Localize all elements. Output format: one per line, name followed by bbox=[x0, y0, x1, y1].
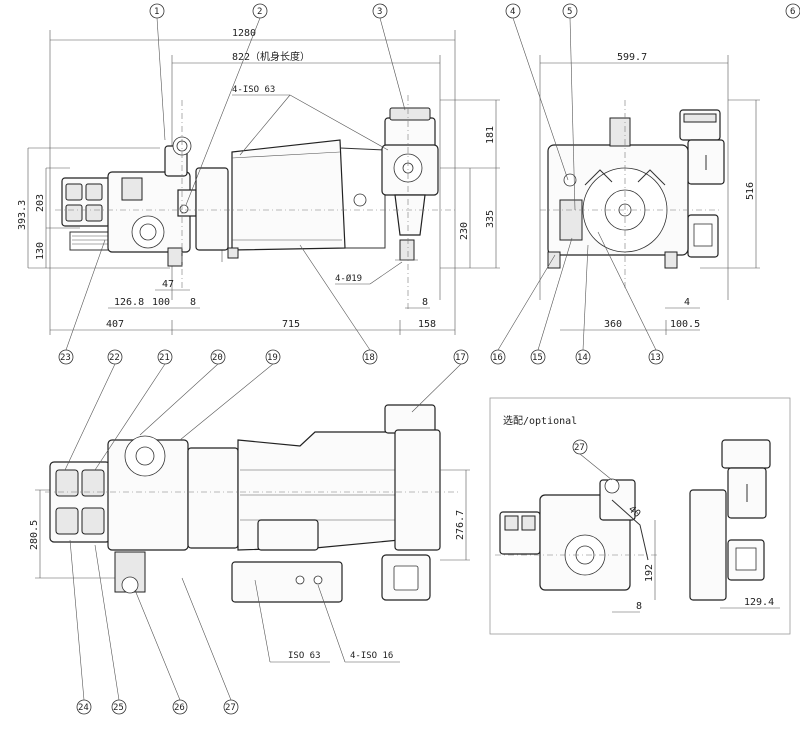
dim-158: 158 bbox=[418, 319, 436, 330]
dim-280-5: 280.5 bbox=[29, 520, 40, 550]
optional-panel: 选配/optional 192 40 8 129.4 bbox=[489, 397, 791, 635]
dim-599-7: 599.7 bbox=[617, 52, 647, 63]
dim-8-b: 8 bbox=[422, 297, 428, 308]
dim-715: 715 bbox=[282, 319, 300, 330]
dim-181: 181 bbox=[485, 126, 496, 144]
callout-25: 25 bbox=[113, 703, 124, 713]
callout-17: 17 bbox=[455, 353, 466, 363]
dim-516: 516 bbox=[745, 182, 756, 200]
callout-13: 13 bbox=[650, 353, 661, 363]
callout-2: 2 bbox=[257, 7, 262, 17]
dim-192-optional: 192 bbox=[644, 564, 655, 582]
callout-1: 1 bbox=[154, 7, 159, 17]
callout-26: 26 bbox=[174, 703, 185, 713]
dim-130: 130 bbox=[35, 242, 46, 260]
dim-8-a: 8 bbox=[190, 297, 196, 308]
callout-23: 23 bbox=[60, 353, 71, 363]
label-4-iso-16: 4-ISO 16 bbox=[350, 651, 393, 661]
callout-24: 24 bbox=[78, 703, 89, 713]
callout-3: 3 bbox=[377, 7, 382, 17]
callout-19: 19 bbox=[267, 353, 278, 363]
callout-22: 22 bbox=[109, 353, 120, 363]
plan-view-bottom: 280.5 276.7 ISO 63 4-ISO 16 bbox=[29, 404, 470, 663]
callout-27-optional: 27 bbox=[574, 443, 585, 453]
callout-5: 5 bbox=[567, 7, 572, 17]
dim-8-optional: 8 bbox=[636, 601, 642, 612]
dim-203: 203 bbox=[35, 194, 46, 212]
label-hole-4-phi-19: 4-Ø19 bbox=[335, 273, 362, 284]
callout-15: 15 bbox=[532, 353, 543, 363]
optional-title: 选配/optional bbox=[503, 414, 577, 427]
end-view-top: 599.7 516 360 100.5 4 bbox=[539, 52, 760, 335]
callout-6: 6 bbox=[790, 7, 795, 17]
callout-21: 21 bbox=[159, 353, 170, 363]
label-4-iso-63-top: 4-ISO 63 bbox=[232, 85, 275, 95]
dim-126-8: 126.8 bbox=[114, 297, 144, 308]
dim-47: 47 bbox=[162, 279, 174, 290]
callout-18: 18 bbox=[364, 353, 375, 363]
dim-230: 230 bbox=[459, 222, 470, 240]
dim-100: 100 bbox=[152, 297, 170, 308]
callouts: 1 2 3 4 5 6 23 18 16 15 14 13 22 21 20 1… bbox=[58, 3, 800, 715]
callout-20: 20 bbox=[212, 353, 223, 363]
dim-393-3: 393.3 bbox=[17, 200, 28, 230]
dim-822: 822（机身长度） bbox=[232, 50, 310, 63]
callout-16: 16 bbox=[492, 353, 503, 363]
dim-335: 335 bbox=[485, 210, 496, 228]
dim-1280: 1280 bbox=[232, 28, 256, 39]
dim-407: 407 bbox=[106, 319, 124, 330]
dim-129-4-optional: 129.4 bbox=[744, 597, 774, 608]
dim-360: 360 bbox=[604, 319, 622, 330]
label-iso-63: ISO 63 bbox=[288, 651, 321, 661]
dim-100-5: 100.5 bbox=[670, 319, 700, 330]
callout-14: 14 bbox=[577, 353, 588, 363]
side-view-top: 1280 822（机身长度） 393.3 203 130 192 bbox=[17, 28, 500, 335]
callout-27: 27 bbox=[225, 703, 236, 713]
dim-276-7: 276.7 bbox=[455, 510, 466, 540]
dim-4: 4 bbox=[684, 297, 690, 308]
callout-4: 4 bbox=[510, 7, 515, 17]
